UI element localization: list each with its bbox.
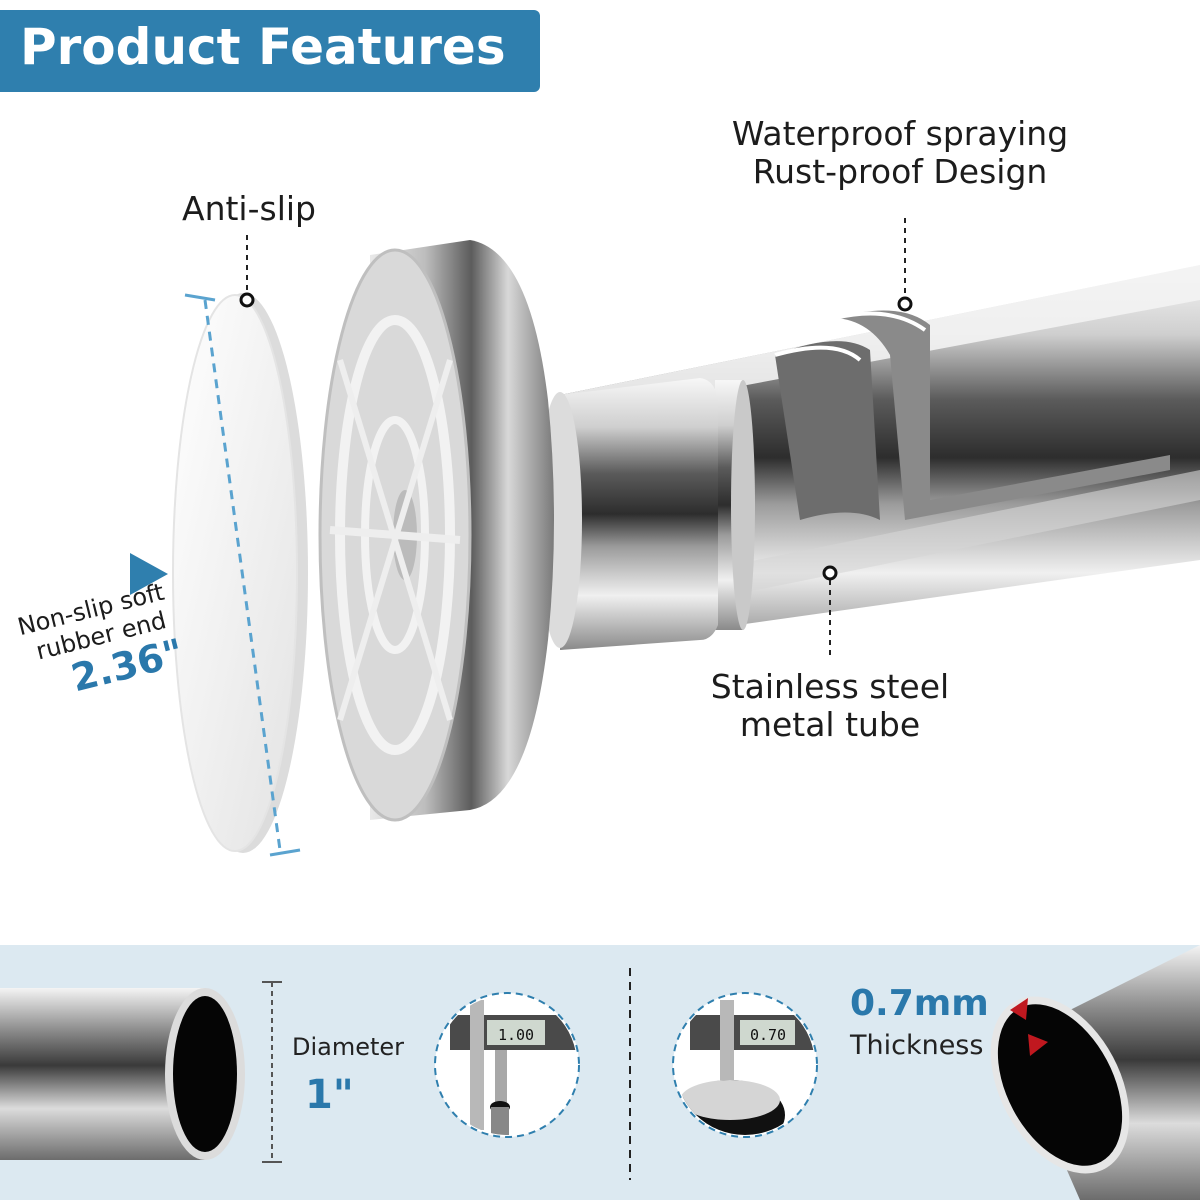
thickness-marker-icon [1010,998,1028,1020]
callout-dot [822,565,838,581]
callout-dot [897,296,913,312]
diameter-label: Diameter [292,1033,405,1061]
waterproof-line-2: Rust-proof Design [752,151,1048,191]
caliper-1-reading: 1.00 [498,1026,534,1044]
collar-inner [715,380,755,630]
stainless-label: Stainless steel metal tube [680,668,980,744]
title-badge: Product Features [0,10,540,92]
thickness-tube [990,945,1200,1200]
caliper-icon [672,992,818,1138]
page-title: Product Features [20,18,506,76]
end-cap [318,240,554,822]
waterproof-line-1: Waterproof spraying [731,114,1069,153]
stainless-line-1: Stainless steel [710,667,950,706]
product-illustration [130,218,1200,857]
anti-slip-label: Anti-slip [182,189,316,228]
rubber-disc [172,293,308,857]
caliper-icon [434,992,580,1138]
thickness-value: 0.7mm [850,983,989,1024]
diameter-tube [0,981,282,1163]
caliper-2-reading: 0.70 [750,1026,786,1044]
waterproof-label: Waterproof spraying Rust-proof Design [700,115,1100,191]
thickness-marker-icon [1028,1034,1048,1056]
coating-layer [774,310,1170,520]
stainless-line-2: metal tube [739,704,921,744]
diameter-value: 1" [305,1072,354,1118]
callout-leaders [246,218,906,655]
thickness-label: Thickness [850,1030,984,1061]
callout-dot [239,292,255,308]
play-triangle-icon [130,553,168,595]
